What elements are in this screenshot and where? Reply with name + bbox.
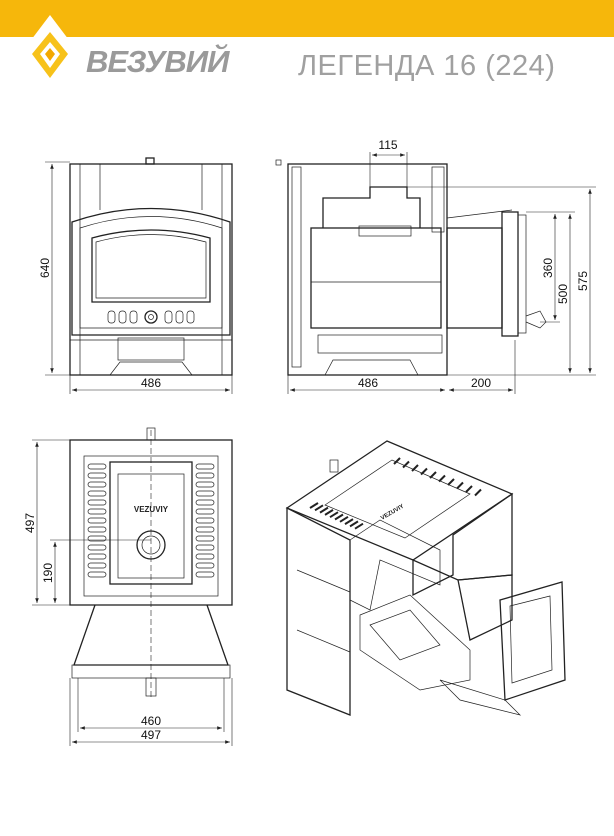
dim-door: 500 bbox=[556, 284, 570, 304]
vent-slot bbox=[411, 464, 419, 472]
dim-front-height: 640 bbox=[38, 258, 52, 278]
vent-slot bbox=[393, 457, 401, 465]
vent-slot bbox=[344, 518, 354, 525]
vent-slot bbox=[309, 502, 319, 509]
vent-slot bbox=[195, 526, 215, 533]
vent-slot bbox=[195, 535, 215, 542]
vent-slot bbox=[195, 544, 215, 551]
vent-slot bbox=[195, 472, 215, 479]
vent-slot bbox=[195, 562, 215, 569]
vent-slot bbox=[474, 488, 482, 497]
vent-slot bbox=[438, 474, 446, 483]
vent-slot bbox=[195, 499, 215, 506]
vent-slot bbox=[87, 535, 107, 542]
front-view: 640 486 bbox=[38, 157, 233, 394]
vent-slot bbox=[349, 520, 359, 528]
vent-slot bbox=[87, 526, 107, 533]
vent-slot bbox=[195, 481, 215, 488]
dim-front-inner: 460 bbox=[141, 714, 161, 728]
grate-label: VEZUVIY bbox=[134, 505, 169, 514]
isometric-cutaway-view: VEZUVIY bbox=[285, 440, 566, 716]
vent-slot bbox=[87, 463, 107, 470]
header-accent-bar bbox=[0, 0, 614, 37]
top-view: VEZUVIY 497 190 460 497 bbox=[23, 427, 233, 746]
vent-slot bbox=[195, 517, 215, 524]
vent-slot bbox=[329, 511, 339, 519]
iso-grate-label: VEZUVIY bbox=[380, 504, 405, 522]
vent-slot bbox=[87, 472, 107, 479]
brand-name: ВЕЗУВИЙ bbox=[86, 44, 229, 79]
vent-slot bbox=[334, 513, 344, 521]
dim-glass: 360 bbox=[541, 258, 555, 278]
dim-top-width: 497 bbox=[141, 728, 161, 742]
vent-slot bbox=[402, 460, 410, 469]
vent-slot bbox=[87, 562, 107, 569]
side-view: 115 360 500 575 486 200 bbox=[275, 138, 596, 394]
dim-total-height: 575 bbox=[576, 271, 590, 291]
vent-slot bbox=[447, 478, 455, 486]
logo-icon bbox=[22, 15, 78, 88]
vent-slot bbox=[195, 463, 215, 470]
air-control-knobs bbox=[107, 310, 195, 324]
dim-flue: 115 bbox=[378, 138, 397, 152]
vent-slot bbox=[87, 481, 107, 488]
vent-slot bbox=[195, 508, 215, 515]
vent-slot bbox=[420, 467, 428, 476]
vent-slot bbox=[87, 544, 107, 551]
dim-door-protrusion: 200 bbox=[471, 376, 491, 390]
vent-slot bbox=[195, 553, 215, 560]
vent-slot bbox=[87, 490, 107, 497]
dim-top-depth: 497 bbox=[23, 513, 37, 533]
vent-slot bbox=[195, 490, 215, 497]
vent-slot bbox=[324, 509, 334, 516]
vent-slot bbox=[195, 571, 215, 578]
vent-slot bbox=[87, 508, 107, 515]
dim-front-width: 486 bbox=[141, 376, 161, 390]
vent-slot bbox=[314, 504, 324, 512]
vent-slot bbox=[456, 481, 464, 490]
vent-slot bbox=[354, 522, 364, 530]
vent-slot bbox=[87, 499, 107, 506]
vent-slot bbox=[339, 515, 349, 523]
dim-side-depth: 486 bbox=[358, 376, 378, 390]
dim-flue-offset: 190 bbox=[41, 563, 55, 583]
vent-slot bbox=[465, 485, 473, 493]
vent-slot bbox=[319, 506, 329, 514]
vent-slot bbox=[87, 517, 107, 524]
model-title: ЛЕГЕНДА 16 (224) bbox=[298, 50, 556, 82]
vent-slot bbox=[87, 571, 107, 578]
vent-slot bbox=[87, 553, 107, 560]
vent-slot bbox=[429, 471, 437, 479]
